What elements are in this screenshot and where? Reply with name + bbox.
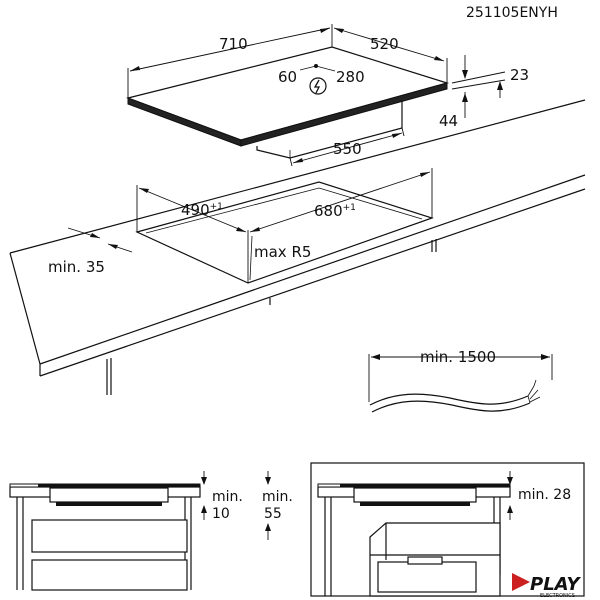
brand-sub: ELECTRONICS: [540, 593, 575, 599]
document-code: 251105ENYH: [466, 5, 558, 21]
section-left: min. 10 min. 55: [9, 471, 293, 591]
brand-name: PLAY: [530, 574, 582, 595]
hob-width: 710: [219, 35, 248, 53]
cable-left-distance: 60: [278, 68, 297, 86]
left-gap-value-b: 55: [264, 506, 282, 522]
cutout-depth: 490+1: [181, 201, 223, 219]
cutout-width: 680+1: [314, 202, 356, 220]
cable-illustration: min. 1500: [368, 348, 553, 413]
corner-radius: max R5: [254, 243, 311, 261]
left-gap-label-a: min.: [212, 489, 243, 505]
cable-right-distance: 280: [336, 68, 365, 86]
left-gap-label-b: min.: [262, 489, 293, 505]
left-gap-value-a: 10: [212, 506, 230, 522]
play-electronics-logo: PLAY ELECTRONICS: [512, 573, 582, 599]
worktop: [9, 99, 586, 395]
edge-distance: min. 35: [48, 258, 105, 276]
hob-depth: 520: [370, 35, 399, 53]
hob-plate-edge-right: [240, 82, 448, 147]
section-right: min. 28: [310, 462, 585, 597]
hob-dimensions: 710 520 23 44 550: [127, 24, 529, 167]
hob-height: 23: [510, 66, 529, 84]
electric-plug-icon: [309, 77, 327, 95]
hob-bottom-width: 550: [333, 140, 362, 158]
cutout-dimensions: 490+1 680+1 max R5 min. 35: [48, 168, 433, 283]
cable-length: min. 1500: [420, 348, 496, 366]
hob-3d-view: 60 280: [125, 46, 450, 159]
right-gap-label: min. 28: [518, 487, 571, 503]
cable-path: [369, 393, 529, 406]
hob-inner-depth: 44: [439, 112, 458, 130]
